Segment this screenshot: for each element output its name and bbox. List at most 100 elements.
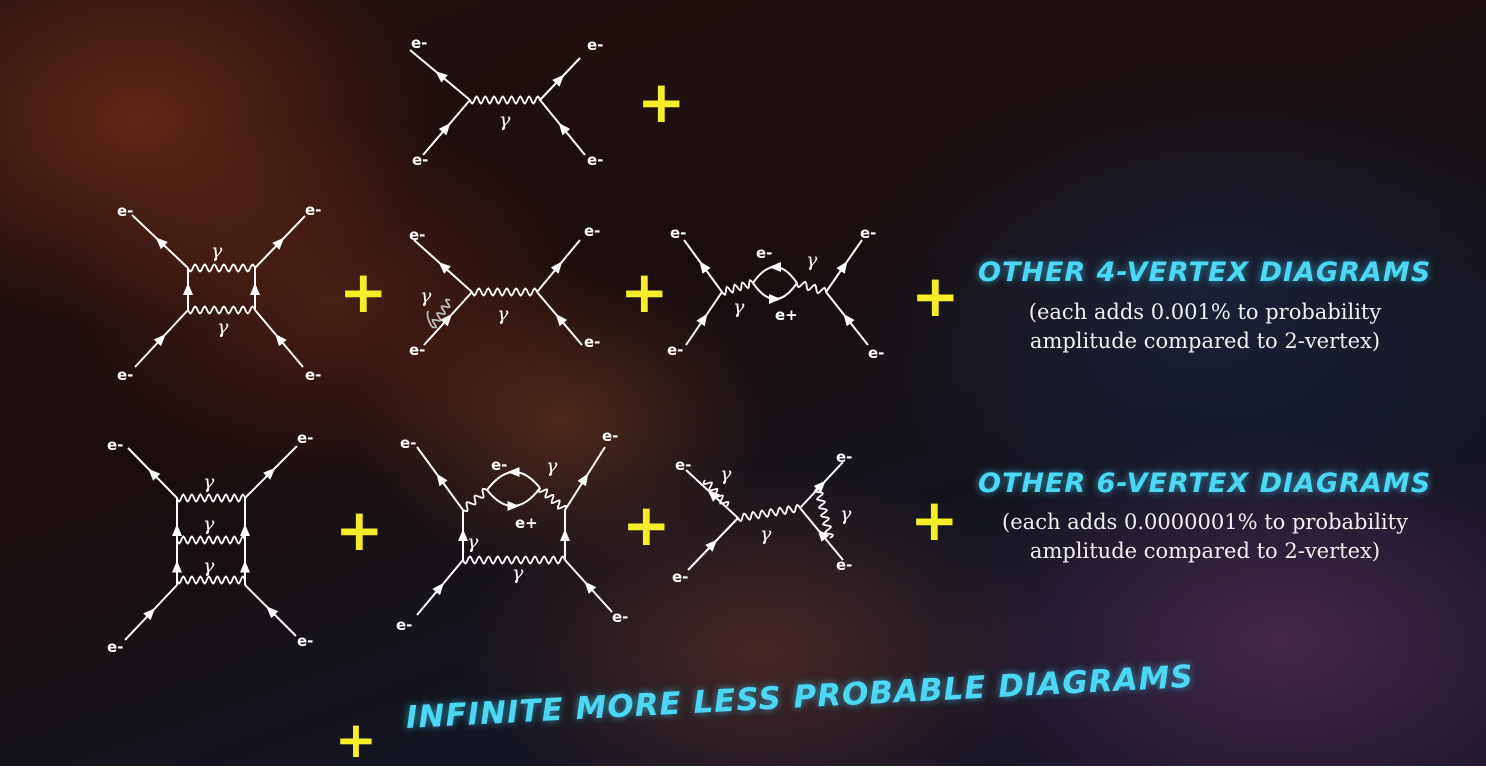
diagram-4-vertex-box: γγe-e-e-e- [117,201,321,384]
six-vertex-heading: OTHER 6-VERTEX DIAGRAMS [978,468,1432,499]
electron-label: e- [672,568,688,586]
loop-line [486,471,541,491]
photon-line [471,287,538,297]
electron-label: e- [860,224,876,242]
arrow-icon [435,71,448,83]
electron-label: e- [117,202,133,220]
electron-label: e- [868,344,884,362]
photon-label: γ [499,109,511,131]
four-vertex-heading: OTHER 4-VERTEX DIAGRAMS [978,257,1432,288]
electron-label: e- [756,244,772,262]
arrow-icon [275,333,287,347]
six-vertex-note-line-2: amplitude compared to 2-vertex) [1029,539,1381,563]
plus-sign: + [622,491,671,559]
electron-label: e- [297,632,313,650]
photon-label: γ [217,316,229,338]
electron-label: e- [107,436,123,454]
infinite-plus-sign: + [335,711,377,769]
arrow-icon [183,283,193,295]
positron-label: e+ [515,514,538,532]
arrow-icon [507,501,520,511]
electron-label: e- [305,366,321,384]
photon-line [187,305,256,315]
arrow-icon [143,608,156,621]
electron-label: e- [836,448,852,466]
plus-sign: + [620,258,669,326]
plus-sign: + [637,68,686,136]
electron-label: e- [117,366,133,384]
arrow-icon [577,473,589,487]
electron-label: e- [305,201,321,219]
photon-line [462,487,488,513]
photon-label: γ [203,513,215,535]
photon-label: γ [720,463,732,485]
photon-label: γ [203,555,215,577]
electron-label: e- [667,341,683,359]
photon-line [176,535,246,545]
arrow-icon [172,524,182,536]
electron-label: e- [409,226,425,244]
arrow-icon [552,74,565,87]
electron-label: e- [836,556,852,574]
electron-label: e- [400,434,416,452]
plus-sign: + [911,262,960,330]
photon-label: γ [203,471,215,493]
plus-sign: + [335,496,384,564]
electron-label: e- [107,638,123,656]
photon-line [796,280,827,295]
electron-label: e- [584,333,600,351]
arrow-icon [272,237,285,250]
arrow-icon [843,313,855,327]
positron-label: e+ [775,306,798,324]
photon-line [538,487,567,511]
arrow-icon [769,294,781,304]
electron-label: e- [587,36,603,54]
six-vertex-note-line-1: (each adds 0.0000001% to probability [1002,510,1408,534]
photon-line [469,95,541,105]
arrow-icon [696,313,708,327]
photon-label: γ [733,296,745,318]
arrow-icon [432,582,444,596]
arrow-icon [155,237,168,250]
diagram-6-vertex-double-correction: γ γ γ e-e-e-e- [672,448,852,586]
electron-label: e- [675,456,691,474]
arrow-icon [240,524,250,536]
electron-label: e- [584,222,600,240]
photon-label: γ [806,249,818,271]
four-vertex-note-line-1: (each adds 0.001% to probability [1028,300,1382,324]
arrow-icon [558,122,571,136]
photon-line [813,487,835,539]
photon-line [431,298,451,329]
arrow-icon [584,581,597,594]
arrow-icon [148,468,161,481]
arrow-icon [699,261,711,274]
arrow-icon [266,606,279,619]
electron-label: e- [602,427,618,445]
arrow-icon [172,560,182,573]
photon-label: γ [467,531,479,553]
electron-label: e- [396,616,412,634]
arrow-icon [555,313,568,327]
photon-label: γ [546,455,558,477]
diagram-4-vertex-vacuum-polarization: γ γ e-e+ e-e-e-e- [667,224,884,362]
arrow-icon [438,261,451,274]
electron-label: e- [670,224,686,242]
electron-label: e- [411,34,427,52]
plus-sign: + [910,486,959,554]
arrow-icon [836,261,848,274]
electron-label: e- [297,429,313,447]
photon-label: γ [840,503,852,525]
arrow-icon [250,283,260,295]
photon-label: γ [760,523,772,545]
electron-label: e- [587,151,603,169]
photon-label: γ [512,562,524,584]
photon-line [462,555,566,565]
photon-line [702,479,730,507]
electron-label: e- [412,151,428,169]
photon-line [187,263,256,273]
photon-line [176,575,246,585]
